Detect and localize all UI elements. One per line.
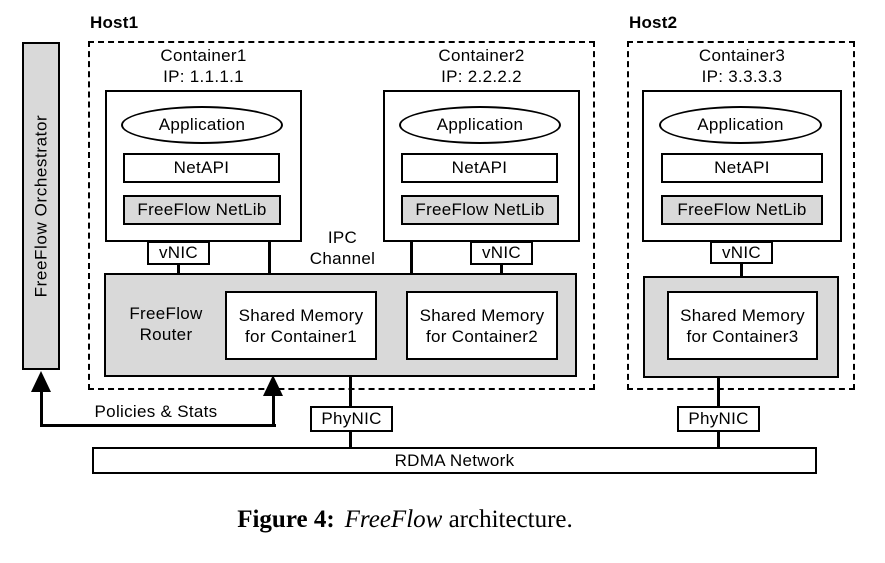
router-phynic1-line bbox=[349, 376, 352, 407]
container1-netapi-box: NetAPI bbox=[123, 153, 280, 183]
container1-vnic-router-line bbox=[177, 263, 180, 275]
container3-vnic-box: vNIC bbox=[710, 241, 773, 264]
shm3-phynic2-line bbox=[717, 377, 720, 407]
policies-arrow-left-line bbox=[40, 391, 43, 426]
shared-memory-container2-box: Shared Memory for Container2 bbox=[406, 291, 558, 360]
container1-application-label: Application bbox=[158, 115, 246, 134]
phynic2-box: PhyNIC bbox=[677, 406, 760, 432]
container2-netlib-ipc-line bbox=[410, 224, 413, 275]
container3-application-ellipse: Application bbox=[659, 106, 822, 144]
host1-boundary bbox=[88, 41, 595, 390]
container2-netlib-box: FreeFlow NetLib bbox=[401, 195, 559, 225]
orchestrator-label: FreeFlow Orchestrator bbox=[31, 114, 50, 298]
arrow-up-icon bbox=[31, 371, 51, 392]
container3-netapi-label: NetAPI bbox=[714, 158, 770, 177]
container2-netapi-label: NetAPI bbox=[451, 158, 508, 177]
container1-netlib-label: FreeFlow NetLib bbox=[137, 200, 267, 219]
shared-memory-container1-box: Shared Memory for Container1 bbox=[225, 291, 377, 360]
figure-caption: Figure 4: FreeFlow architecture. bbox=[0, 506, 810, 534]
container3-netapi-box: NetAPI bbox=[661, 153, 823, 183]
container2-vnic-label: vNIC bbox=[482, 243, 521, 262]
container1-vnic-label: vNIC bbox=[159, 243, 198, 262]
host2-label: Host2 bbox=[629, 13, 678, 32]
rdma-network-box: RDMA Network bbox=[92, 447, 817, 474]
container2-vnic-router-line bbox=[500, 263, 503, 275]
container1-name-label: Container1 bbox=[160, 46, 247, 65]
container3-name-label: Container3 bbox=[698, 46, 786, 65]
phynic2-label: PhyNIC bbox=[688, 409, 749, 428]
container1-netlib-ipc-line bbox=[268, 224, 271, 275]
container1-netlib-box: FreeFlow NetLib bbox=[123, 195, 281, 225]
host1-label: Host1 bbox=[90, 13, 139, 32]
container1-application-ellipse: Application bbox=[121, 106, 283, 144]
container1-vnic-box: vNIC bbox=[147, 241, 210, 265]
phynic2-rdma-line bbox=[717, 431, 720, 448]
container2-application-label: Application bbox=[436, 115, 524, 134]
container3-vnic-shm-line bbox=[740, 262, 743, 278]
rdma-network-label: RDMA Network bbox=[394, 450, 515, 470]
container2-name-label: Container2 bbox=[438, 46, 525, 65]
policies-stats-label: Policies & Stats bbox=[94, 402, 218, 421]
container1-ip-label: IP: 1.1.1.1 bbox=[163, 67, 244, 86]
router-label: FreeFlow Router bbox=[129, 304, 203, 344]
policies-arrow-right-line bbox=[272, 395, 275, 427]
phynic1-box: PhyNIC bbox=[310, 406, 393, 432]
container3-vnic-label: vNIC bbox=[722, 242, 761, 262]
container2-vnic-box: vNIC bbox=[470, 241, 533, 265]
container3-ip-label: IP: 3.3.3.3 bbox=[701, 67, 783, 86]
figure-caption-title: FreeFlow bbox=[344, 506, 443, 533]
ipc-channel-label: IPC Channel bbox=[309, 228, 376, 268]
shared-memory-container3-box: Shared Memory for Container3 bbox=[667, 291, 818, 360]
container2-application-ellipse: Application bbox=[399, 106, 561, 144]
container2-netapi-box: NetAPI bbox=[401, 153, 558, 183]
container3-netlib-box: FreeFlow NetLib bbox=[661, 195, 823, 225]
phynic1-label: PhyNIC bbox=[321, 409, 382, 428]
arrow-up-icon bbox=[263, 375, 283, 396]
figure-caption-number: Figure 4: bbox=[237, 506, 335, 533]
container1-netapi-label: NetAPI bbox=[173, 158, 230, 177]
phynic1-rdma-line bbox=[349, 431, 352, 448]
container3-application-label: Application bbox=[697, 115, 784, 134]
figure-caption-text: architecture. bbox=[448, 506, 573, 533]
container2-ip-label: IP: 2.2.2.2 bbox=[441, 67, 522, 86]
container2-netlib-label: FreeFlow NetLib bbox=[415, 200, 545, 219]
policies-arrow-horizontal-line bbox=[40, 424, 276, 427]
host2-boundary bbox=[627, 41, 855, 390]
container3-netlib-label: FreeFlow NetLib bbox=[677, 200, 807, 219]
orchestrator-box: FreeFlow Orchestrator bbox=[22, 42, 60, 370]
